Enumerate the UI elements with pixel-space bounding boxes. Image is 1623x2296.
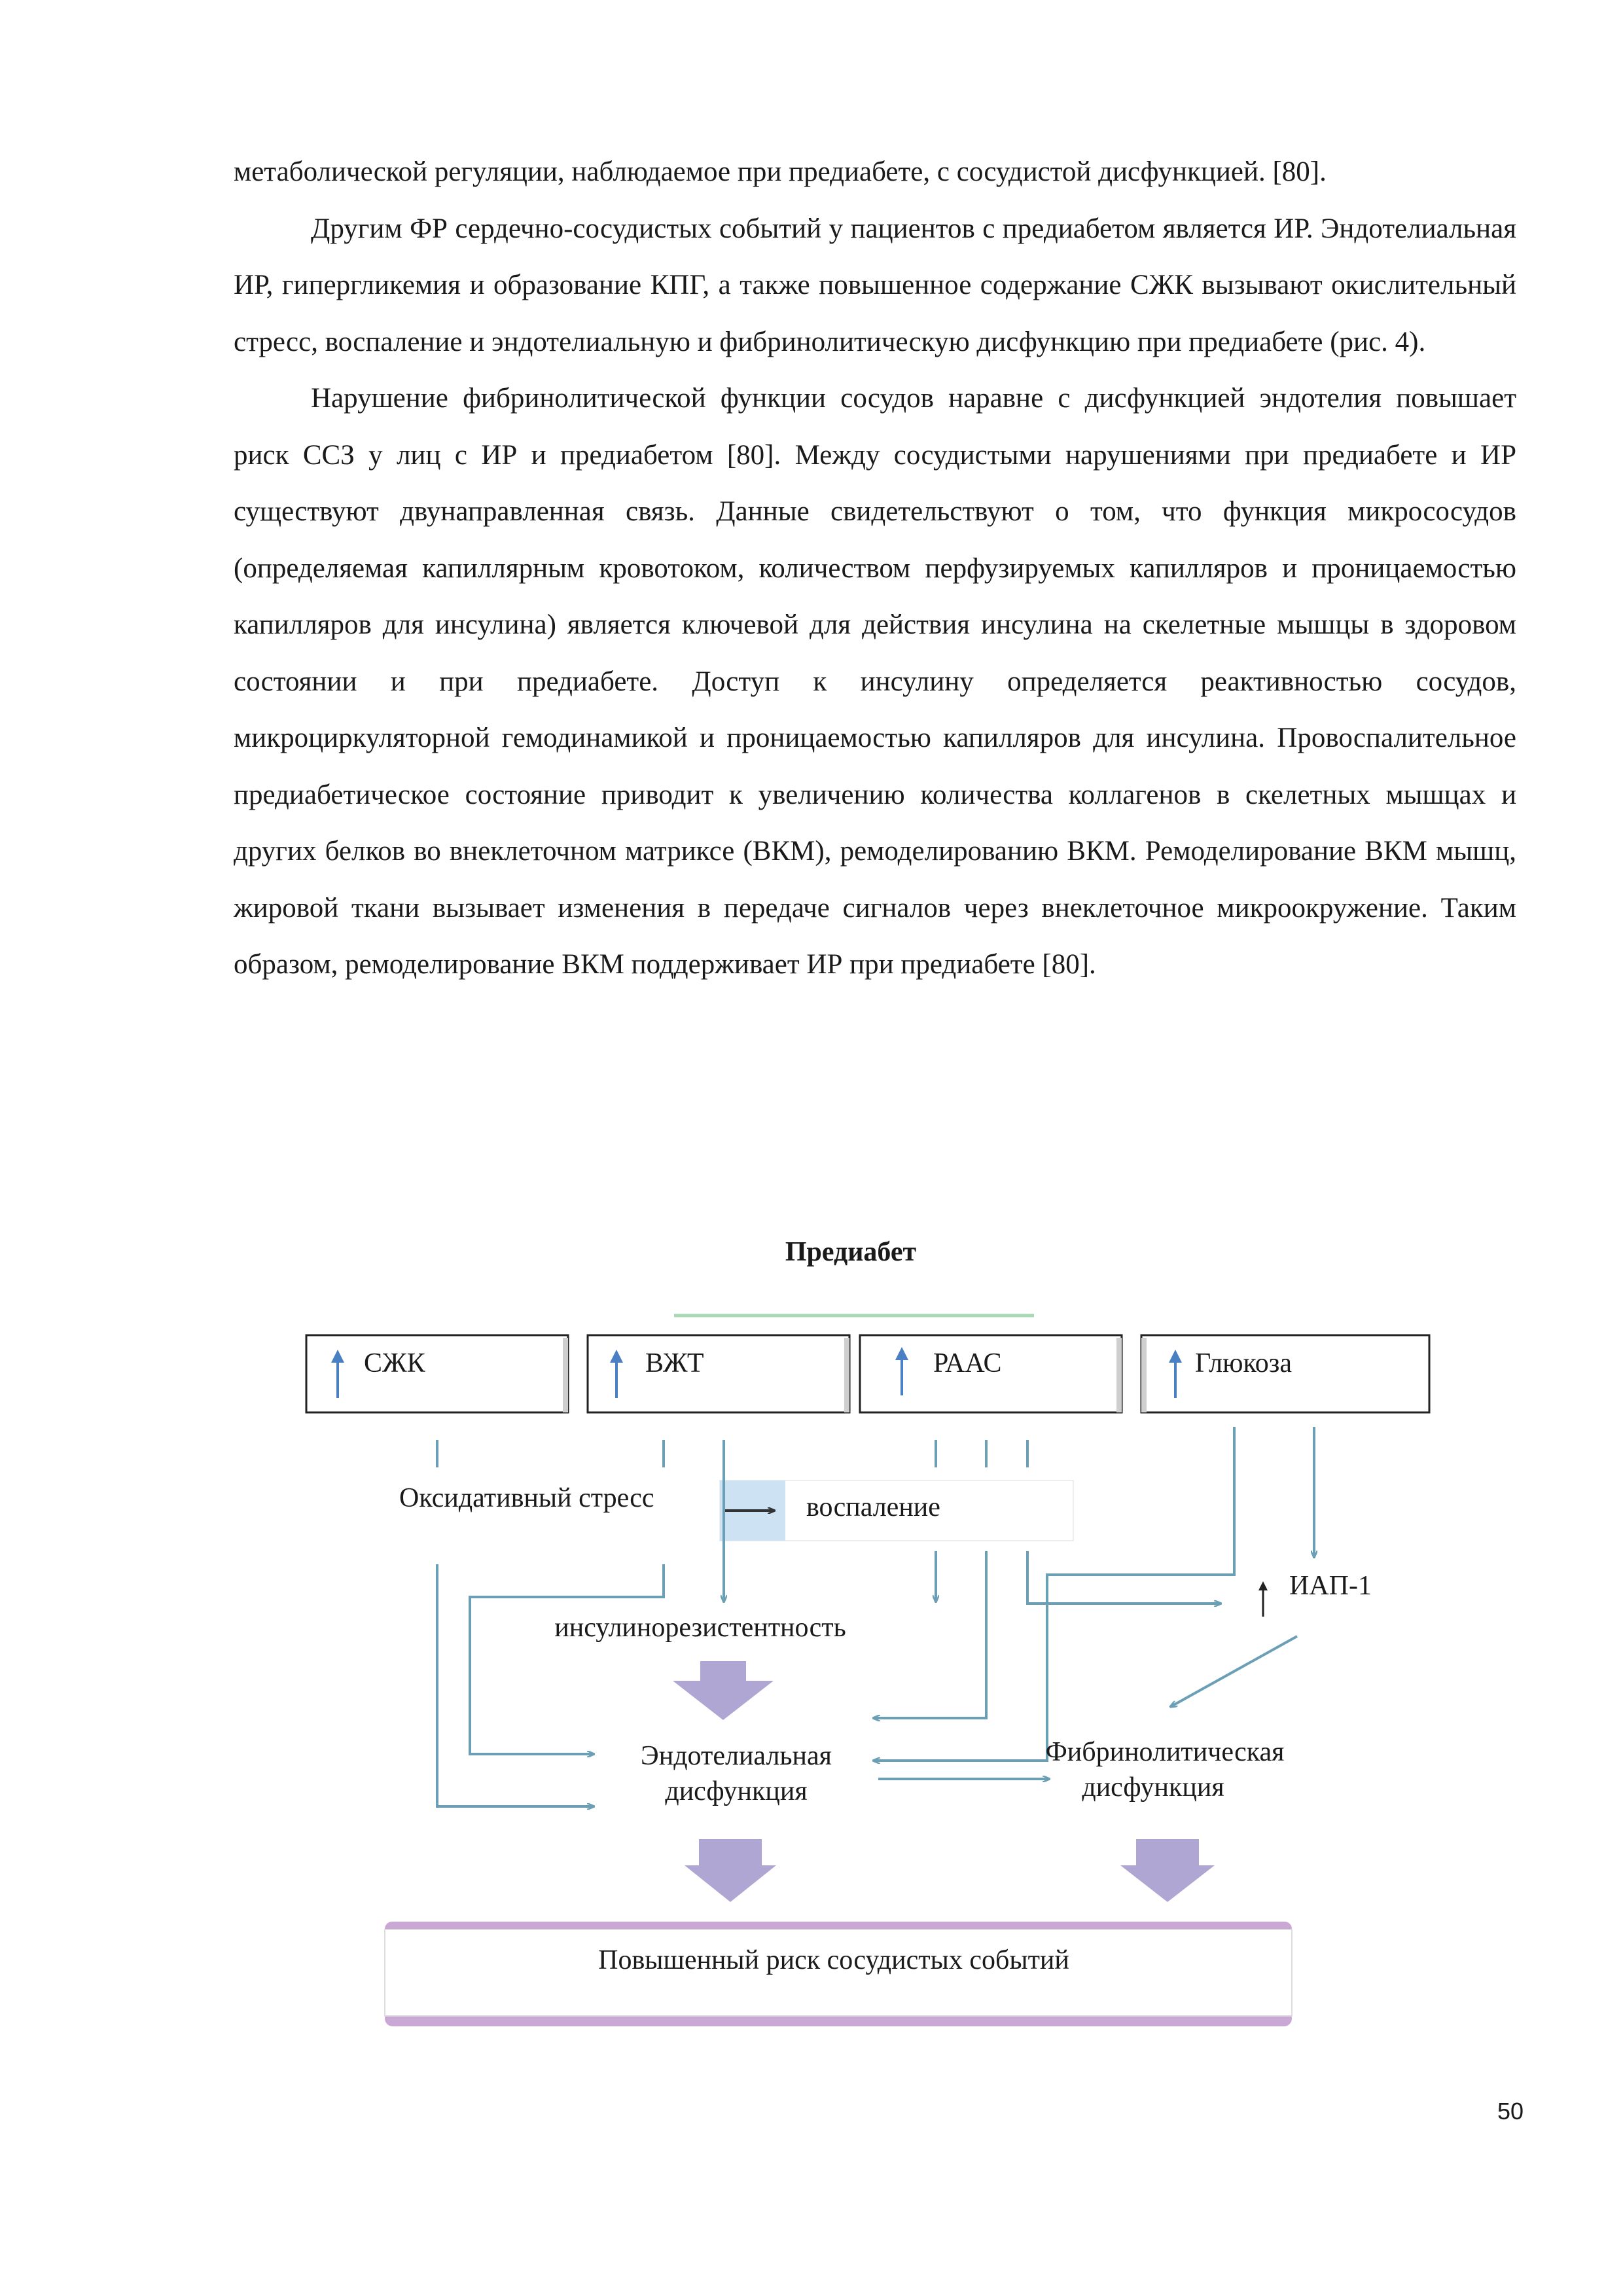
iap-label: ИАП-1 <box>1289 1571 1372 1601</box>
factor-box-glucose: Глюкоза <box>1140 1334 1431 1414</box>
endothelial-dysfunction-line1: Эндотелиальная <box>641 1741 832 1771</box>
prediabetes-diagram: Предиабет СЖК ВЖТ <box>305 1237 1431 2026</box>
factor-box-szhk: СЖК <box>305 1334 569 1414</box>
factor-label-raas: РААС <box>933 1348 1002 1378</box>
body-text: метаболической регуляции, наблюдаемое пр… <box>234 144 1516 994</box>
connector-arrows <box>436 1427 1314 1806</box>
outcome-label: Повышенный риск сосудистых событий <box>598 1945 1069 1975</box>
increase-arrow-icon <box>1258 1581 1268 1617</box>
endothelial-dysfunction-line2: дисфункция <box>665 1776 807 1806</box>
oxidative-stress-label: Оксидативный стресс <box>399 1483 654 1513</box>
increase-arrow-icon <box>331 1350 344 1398</box>
page-number: 50 <box>1497 2098 1524 2125</box>
factor-box-raas: РААС <box>859 1334 1123 1414</box>
increase-arrow-icon <box>895 1347 908 1395</box>
factor-label-glucose: Глюкоза <box>1195 1348 1292 1378</box>
paragraph-2: Другим ФР сердечно-сосудистых событий у … <box>234 213 1516 357</box>
block-arrow-icon <box>673 1661 774 1720</box>
increase-arrow-icon <box>1169 1350 1182 1398</box>
connector-stubs <box>436 1440 1029 1467</box>
paragraph-3: Нарушение фибринолитической функции сосу… <box>234 383 1516 980</box>
paragraph-1: метаболической регуляции, наблюдаемое пр… <box>234 156 1327 187</box>
block-arrow-icon <box>685 1839 776 1902</box>
fibrinolytic-dysfunction-line2: дисфункция <box>1082 1772 1224 1803</box>
outcome-band: Повышенный риск сосудистых событий <box>384 1922 1293 2026</box>
inflammation-label: воспаление <box>806 1492 940 1522</box>
fibrinolytic-dysfunction-line1: Фибринолитическая <box>1046 1737 1285 1767</box>
inflammation-box: воспаление <box>719 1480 1074 1541</box>
factor-label-szhk: СЖК <box>364 1348 426 1378</box>
factor-label-vzht: ВЖТ <box>645 1348 704 1378</box>
block-arrow-icon <box>1120 1839 1215 1902</box>
increase-arrow-icon <box>610 1350 623 1398</box>
factor-box-vzht: ВЖТ <box>586 1334 851 1414</box>
insulin-resistance-label: инсулинорезистентность <box>554 1613 846 1643</box>
diagram-title: Предиабет <box>785 1237 917 1267</box>
